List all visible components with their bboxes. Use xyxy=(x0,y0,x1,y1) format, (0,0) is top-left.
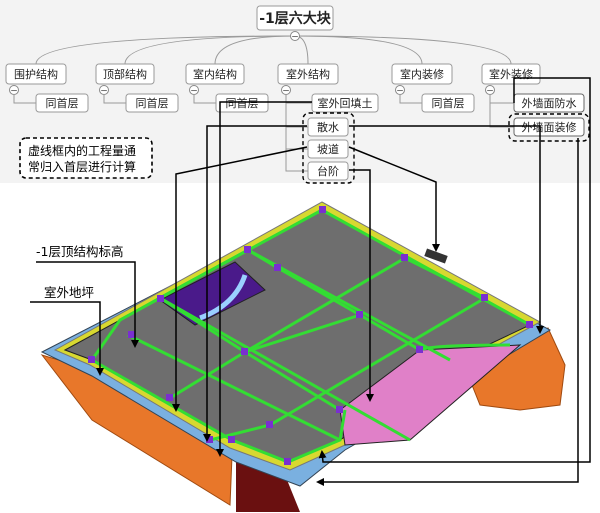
root-collapse-toggle[interactable]: − xyxy=(290,31,300,43)
branch-1[interactable]: 顶部结构 xyxy=(95,63,155,85)
mindmap-connector xyxy=(124,35,296,65)
branch-4-label: 室内装修 xyxy=(400,67,444,81)
branch-3-child-1[interactable]: 散水 xyxy=(307,117,349,137)
mindmap-connector xyxy=(35,35,296,65)
mindmap-root[interactable]: -1层六大块 xyxy=(256,5,334,31)
branch-4-collapse-toggle-glyph: − xyxy=(396,87,404,97)
mindmap-connector xyxy=(294,35,512,65)
entrance-pit xyxy=(236,458,300,512)
branch-1-child-0-label: 同首层 xyxy=(136,96,169,110)
leader-finish xyxy=(316,138,579,486)
branch-2-child-0-label: 同首层 xyxy=(226,96,259,110)
mindmap-connector xyxy=(399,94,422,104)
mindmap-root-label: -1层六大块 xyxy=(259,10,332,27)
branch-5[interactable]: 室外装修 xyxy=(481,63,541,85)
mindmap-connector xyxy=(13,94,36,104)
branch-3-child-1-label: 散水 xyxy=(317,120,339,134)
rear-marker xyxy=(424,248,448,264)
branch-3-child-1-box xyxy=(307,117,349,137)
root-collapse-toggle-circle xyxy=(290,31,300,41)
branch-2-child-0[interactable]: 同首层 xyxy=(215,93,269,113)
branch-4-child-0-label: 同首层 xyxy=(432,96,465,110)
branch-3-child-2[interactable]: 坡道 xyxy=(307,139,349,159)
branch-4-child-0-box xyxy=(421,93,475,113)
mindmap-connector xyxy=(103,94,126,104)
branch-2-collapse-toggle-glyph: − xyxy=(190,87,198,97)
branch-0[interactable]: 围护结构 xyxy=(5,63,67,85)
branch-5-collapse-toggle-glyph: − xyxy=(486,87,494,97)
ramp xyxy=(339,344,522,446)
branch-3-child-0-label: 室外回填土 xyxy=(318,96,373,110)
branch-5-child-1-box xyxy=(513,117,585,137)
branch-1-label: 顶部结构 xyxy=(103,67,147,81)
mindmap-connector xyxy=(193,94,216,104)
mindmap-connector xyxy=(285,94,308,128)
branch-4[interactable]: 室内装修 xyxy=(391,63,453,85)
outdoor-finish-dashed-group xyxy=(508,113,590,142)
mindmap-connector xyxy=(489,94,514,128)
branch-3-child-0-box xyxy=(311,93,379,113)
branch-1-child-0-box xyxy=(125,93,179,113)
branch-5-child-1[interactable]: 外墙面装修 xyxy=(513,117,585,137)
branch-0-child-0[interactable]: 同首层 xyxy=(35,93,89,113)
branch-2-child-0-box xyxy=(215,93,269,113)
branch-3-child-2-box xyxy=(307,139,349,159)
mindmap-connector xyxy=(285,94,308,172)
branch-3-label: 室外结构 xyxy=(286,67,330,81)
branch-1-box xyxy=(95,63,155,85)
branch-3-child-3[interactable]: 台阶 xyxy=(307,161,349,181)
branch-1-collapse-toggle-glyph: − xyxy=(100,87,108,97)
label-outdoor-ground: 室外地坪 xyxy=(44,285,94,300)
branch-0-label: 围护结构 xyxy=(14,67,58,81)
leader-outdoor-ground xyxy=(30,301,104,376)
branch-3-box xyxy=(277,63,339,85)
leader-top-elevation xyxy=(36,261,139,348)
stair-steps xyxy=(199,274,248,321)
leader-ramp-down xyxy=(348,146,440,252)
mindmap-connector xyxy=(294,35,423,65)
branch-5-child-0-label: 外墙面防水 xyxy=(522,96,577,110)
note-box: 虚线框内的工程量通 常归入首层进行计算 xyxy=(19,137,153,179)
branch-3-child-3-label: 台阶 xyxy=(317,164,339,178)
building-model xyxy=(40,201,566,512)
branch-1-child-0[interactable]: 同首层 xyxy=(125,93,179,113)
branch-0-child-0-label: 同首层 xyxy=(46,96,79,110)
branch-2-box xyxy=(185,63,245,85)
branch-5-box xyxy=(481,63,541,85)
branch-0-collapse-toggle-glyph: − xyxy=(10,87,18,97)
mindmap-connector xyxy=(214,35,296,65)
branch-5-label: 室外装修 xyxy=(489,67,533,81)
branch-3[interactable]: 室外结构 xyxy=(277,63,339,85)
branch-2-label: 室内结构 xyxy=(193,67,237,81)
leader-apron-left xyxy=(203,125,307,442)
leader-backfill xyxy=(216,101,312,457)
branch-4-child-0[interactable]: 同首层 xyxy=(421,93,475,113)
note-line-2: 常归入首层进行计算 xyxy=(28,159,136,174)
note-line-1: 虚线框内的工程量通 xyxy=(28,143,136,158)
leader-steps xyxy=(349,169,374,402)
branch-5-child-1-label: 外墙面装修 xyxy=(522,120,577,134)
mindmap-root-box xyxy=(256,5,334,31)
stair-opening xyxy=(159,261,266,326)
branch-5-child-0[interactable]: 外墙面防水 xyxy=(513,93,585,113)
branch-3-child-2-label: 坡道 xyxy=(317,142,339,156)
leader-waterproof xyxy=(318,77,591,463)
label-top-elevation: -1层顶结构标高 xyxy=(36,244,123,259)
branch-0-child-0-box xyxy=(35,93,89,113)
branch-0-box xyxy=(5,63,67,85)
leader-lines xyxy=(30,77,591,486)
leader-ramp-left xyxy=(172,146,308,412)
mindmap: -1层六大块 − 围护结构 − 同首层 顶部结构 − 同首层 室内结构 − 同首层 室外结构 − 室外回填… xyxy=(5,5,590,184)
root-collapse-toggle-glyph: − xyxy=(291,33,299,43)
branch-3-child-3-box xyxy=(307,161,349,181)
branch-2[interactable]: 室内结构 xyxy=(185,63,245,85)
branch-3-collapse-toggle-glyph: − xyxy=(282,87,290,97)
branch-3-child-0[interactable]: 室外回填土 xyxy=(311,93,379,113)
leader-apron-right xyxy=(349,125,544,334)
branch-4-box xyxy=(391,63,453,85)
